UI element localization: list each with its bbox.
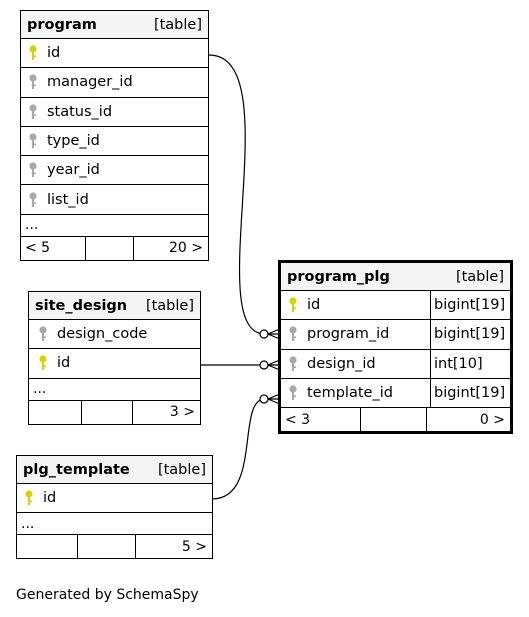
column-type: bigint[19] bbox=[430, 320, 510, 349]
edge-plg-template-id-to-program-plg-template-id bbox=[211, 398, 266, 500]
column-name: program_id bbox=[307, 326, 390, 343]
children-count[interactable]: 5 > bbox=[181, 538, 207, 555]
table-header: program [table] bbox=[21, 11, 208, 39]
primary-key-icon bbox=[37, 354, 49, 372]
optional-marker-template-id bbox=[259, 394, 269, 404]
column-type: int[10] bbox=[430, 349, 510, 378]
children-count[interactable]: 20 > bbox=[169, 240, 203, 257]
foreign-key-icon bbox=[27, 132, 39, 150]
column-type: bigint[19] bbox=[430, 378, 510, 408]
table-footer: 5 > bbox=[17, 535, 212, 559]
column-row[interactable]: type_id bbox=[21, 127, 208, 157]
column-row[interactable]: design_code bbox=[29, 320, 200, 350]
table-name: site_design bbox=[35, 297, 128, 314]
column-row[interactable]: status_id bbox=[21, 98, 208, 127]
footer-spacer bbox=[82, 400, 133, 424]
column-row[interactable]: year_id bbox=[21, 156, 208, 186]
foreign-key-icon bbox=[27, 73, 39, 91]
table-footer: 3 > bbox=[29, 400, 200, 424]
column-name-cell: template_id bbox=[281, 379, 430, 407]
table-name: program_plg bbox=[287, 268, 390, 285]
foreign-key-icon bbox=[37, 325, 49, 343]
column-name: year_id bbox=[47, 162, 100, 179]
column-name-cell: year_id bbox=[21, 156, 208, 184]
column-name: id bbox=[307, 297, 321, 314]
table-header: program_plg [table] bbox=[281, 263, 510, 291]
edge-program-id-to-program-plg-program-id bbox=[208, 54, 266, 335]
table-kind: [table] bbox=[153, 16, 202, 33]
column-name-cell: manager_id bbox=[21, 68, 208, 96]
column-name: status_id bbox=[47, 103, 113, 120]
foreign-key-icon bbox=[27, 161, 39, 179]
column-name: id bbox=[57, 355, 71, 372]
generated-by-footer: Generated by SchemaSpy bbox=[16, 587, 199, 603]
foreign-key-icon bbox=[27, 191, 39, 209]
table-footer: < 3 0 > bbox=[281, 408, 510, 432]
column-row[interactable]: id bbox=[17, 484, 212, 514]
foreign-key-icon bbox=[287, 355, 299, 373]
column-name-cell: id bbox=[29, 349, 200, 377]
foreign-key-icon bbox=[27, 103, 39, 121]
footer-spacer bbox=[361, 408, 427, 432]
parents-count[interactable] bbox=[29, 400, 82, 424]
primary-key-icon bbox=[27, 44, 39, 62]
optional-marker-program-id bbox=[259, 329, 269, 339]
more-columns-ellipsis: ... bbox=[17, 513, 212, 536]
column-name-cell: id bbox=[21, 39, 208, 67]
more-columns-ellipsis: ... bbox=[29, 379, 200, 401]
column-name: type_id bbox=[47, 133, 100, 150]
foreign-key-icon bbox=[287, 325, 299, 343]
table-header: site_design [table] bbox=[29, 292, 200, 320]
column-name-cell: list_id bbox=[21, 185, 208, 213]
column-name: id bbox=[43, 490, 57, 507]
column-name-cell: design_id bbox=[281, 350, 430, 378]
column-name: design_code bbox=[57, 326, 148, 343]
column-row[interactable]: list_id bbox=[21, 185, 208, 215]
column-name: template_id bbox=[307, 385, 393, 402]
column-name: id bbox=[47, 45, 61, 62]
column-name-cell: id bbox=[17, 484, 212, 512]
parents-count[interactable]: < 5 bbox=[21, 236, 86, 260]
column-row[interactable]: id bigint[19] bbox=[281, 291, 510, 321]
column-name-cell: status_id bbox=[21, 98, 208, 126]
table-footer: < 5 20 > bbox=[21, 236, 208, 260]
table-kind: [table] bbox=[145, 297, 194, 314]
column-row[interactable]: program_id bigint[19] bbox=[281, 320, 510, 350]
column-row[interactable]: design_id int[10] bbox=[281, 349, 510, 379]
children-count[interactable]: 0 > bbox=[479, 411, 505, 428]
table-plg-template[interactable]: plg_template [table] id ... 5 > bbox=[16, 455, 213, 560]
optional-marker-design-id bbox=[259, 360, 269, 370]
parents-count[interactable] bbox=[17, 535, 78, 559]
table-kind: [table] bbox=[455, 268, 504, 285]
table-kind: [table] bbox=[157, 461, 206, 478]
footer-spacer bbox=[78, 535, 136, 559]
table-header: plg_template [table] bbox=[17, 456, 212, 484]
more-columns-ellipsis: ... bbox=[21, 215, 208, 237]
column-name: list_id bbox=[47, 191, 89, 208]
column-row[interactable]: template_id bigint[19] bbox=[281, 378, 510, 409]
parents-count[interactable]: < 3 bbox=[281, 408, 361, 432]
column-row[interactable]: id bbox=[21, 39, 208, 69]
primary-key-icon bbox=[287, 296, 299, 314]
column-row[interactable]: manager_id bbox=[21, 68, 208, 98]
column-name: manager_id bbox=[47, 74, 133, 91]
table-name: program bbox=[27, 16, 97, 33]
table-name: plg_template bbox=[23, 461, 130, 478]
column-name-cell: id bbox=[281, 291, 430, 319]
column-name-cell: design_code bbox=[29, 320, 200, 348]
children-count[interactable]: 3 > bbox=[169, 404, 195, 421]
primary-key-icon bbox=[23, 489, 35, 507]
footer-spacer bbox=[86, 236, 134, 260]
column-row[interactable]: id bbox=[29, 349, 200, 379]
column-name: design_id bbox=[307, 355, 376, 372]
column-name-cell: program_id bbox=[281, 320, 430, 348]
column-name-cell: type_id bbox=[21, 127, 208, 155]
foreign-key-icon bbox=[287, 384, 299, 402]
column-type: bigint[19] bbox=[430, 291, 510, 320]
